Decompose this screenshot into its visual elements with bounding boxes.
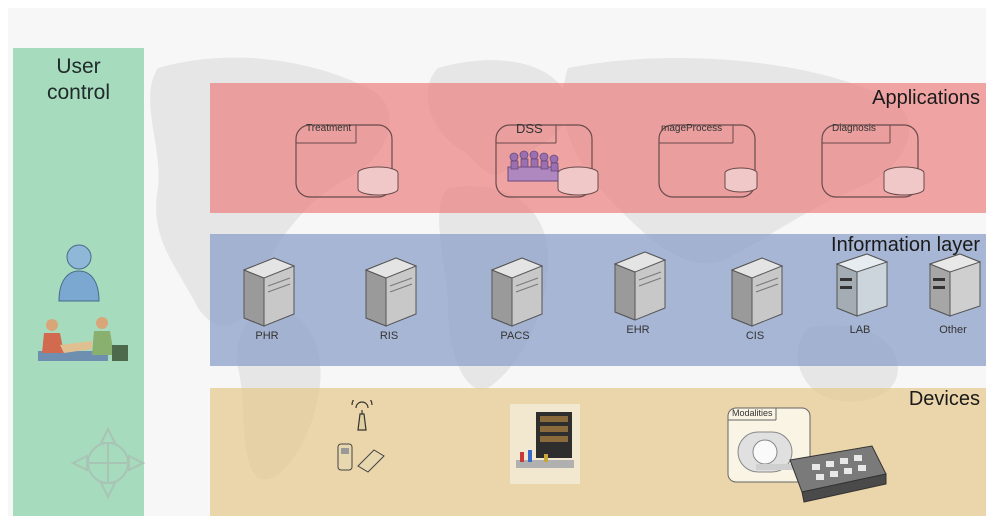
applications-layer: Applications Treatment (210, 83, 986, 213)
meeting-group-icon (502, 147, 562, 187)
server-ris: RIS (354, 252, 424, 352)
server-other: Other (918, 246, 986, 346)
diagram-frame: User control Applications (8, 8, 986, 516)
server-tower-icon (720, 252, 790, 330)
patient-care-icon (30, 311, 130, 371)
app-treatment: Treatment (292, 121, 402, 205)
server-tower-icon (480, 252, 550, 330)
app-label: Treatment (306, 123, 351, 134)
devices-layer: Devices (210, 388, 986, 516)
server-label: EHR (603, 324, 673, 336)
server-phr: PHR (232, 252, 302, 352)
app-label: Diagnosis (832, 123, 876, 134)
user-control-column: User control (13, 48, 144, 516)
server-label: CIS (720, 330, 790, 342)
information-layer: Information layer PHR RIS (210, 234, 986, 366)
mobile-devices-icon (330, 400, 390, 480)
server-lab: LAB (825, 246, 895, 346)
server-ehr: EHR (603, 246, 673, 346)
server-label: PHR (232, 330, 302, 342)
compass-icon (63, 423, 153, 503)
workstation-icon (825, 246, 895, 324)
app-label: mageProcess (661, 123, 722, 134)
app-label: DSS (516, 121, 543, 136)
app-diagnosis: Diagnosis (818, 121, 928, 205)
lab-equipment-icon (510, 404, 580, 484)
app-dss: DSS (492, 121, 602, 205)
server-label: Other (918, 324, 986, 336)
server-cis: CIS (720, 252, 790, 352)
server-label: PACS (480, 330, 550, 342)
modalities-label: Modalities (732, 408, 773, 418)
devices-title: Devices (909, 388, 980, 411)
server-tower-icon (232, 252, 302, 330)
server-tower-icon (603, 246, 673, 324)
ultrasound-console-icon (782, 440, 892, 510)
applications-title: Applications (872, 87, 980, 110)
server-tower-icon (354, 252, 424, 330)
user-person-icon (55, 243, 103, 303)
server-label: RIS (354, 330, 424, 342)
server-label: LAB (825, 324, 895, 336)
server-pacs: PACS (480, 252, 550, 352)
user-control-title: User control (13, 54, 144, 106)
app-image-process: mageProcess (655, 121, 765, 205)
workstation-icon (918, 246, 986, 324)
